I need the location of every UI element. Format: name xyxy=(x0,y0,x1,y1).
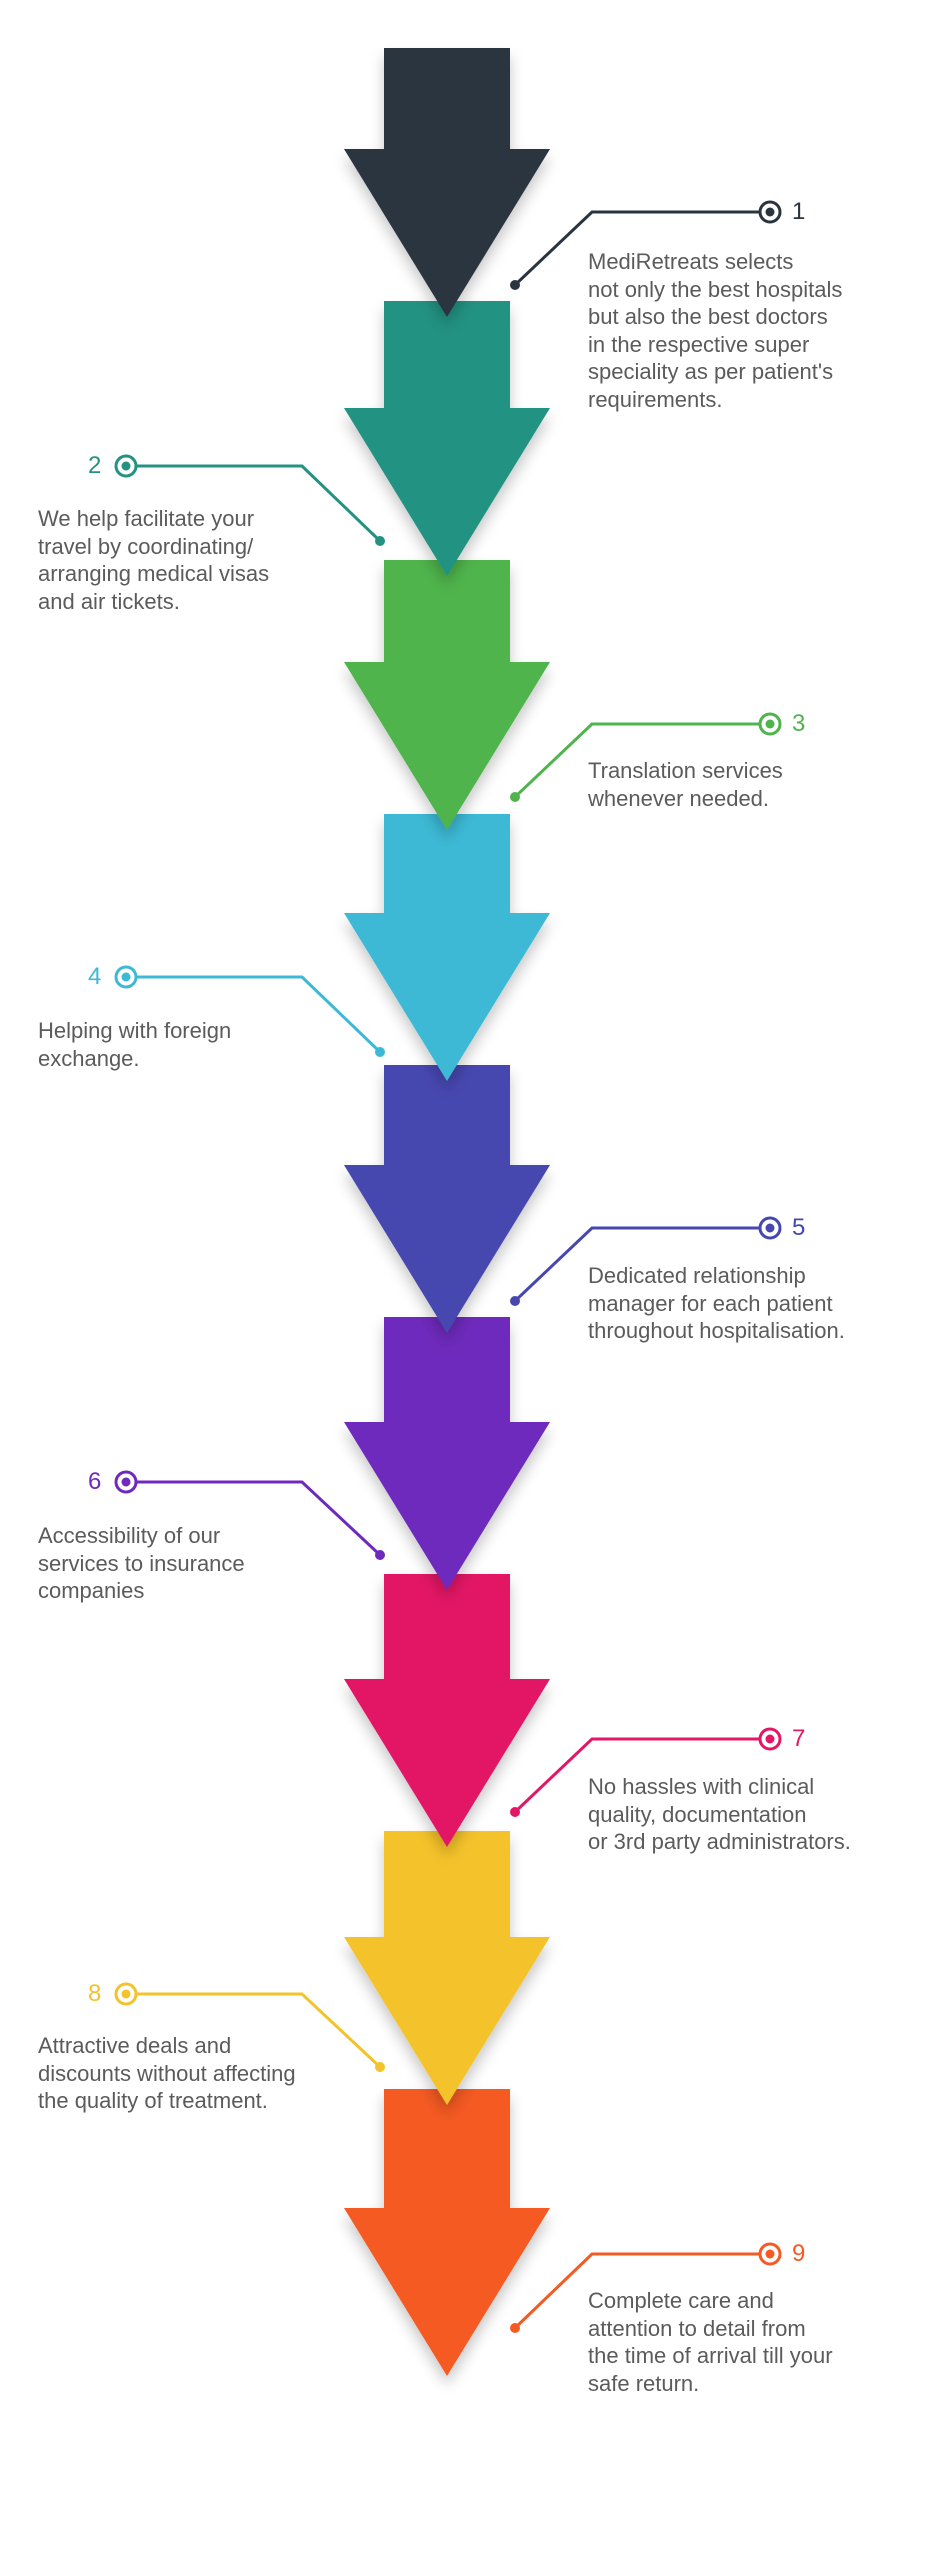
marker-dot-icon-5 xyxy=(765,1223,775,1233)
arrow-step-1 xyxy=(344,48,550,317)
step-description-1: MediRetreats selects not only the best h… xyxy=(588,249,843,412)
connector-end-dot-2 xyxy=(375,536,385,546)
step-description-6: Accessibility of our services to insuran… xyxy=(38,1523,245,1603)
step-description-9: Complete care and attention to detail fr… xyxy=(588,2288,833,2396)
connector-line-7 xyxy=(513,1737,770,1814)
arrow-step-4 xyxy=(344,814,550,1081)
step-number-3: 3 xyxy=(792,710,806,737)
connector-end-dot-9 xyxy=(510,2323,520,2333)
marker-dot-icon-1 xyxy=(765,207,775,217)
arrow-step-2 xyxy=(344,301,550,576)
connector-line-9 xyxy=(513,2252,770,2330)
marker-dot-icon-2 xyxy=(121,461,131,471)
connector-end-dot-8 xyxy=(375,2062,385,2072)
marker-dot-icon-6 xyxy=(121,1477,131,1487)
connector-line-5 xyxy=(513,1226,770,1303)
arrow-step-5 xyxy=(344,1065,550,1333)
arrow-step-8 xyxy=(344,1831,550,2105)
step-number-4: 4 xyxy=(88,963,102,990)
connector-end-dot-1 xyxy=(510,280,520,290)
step-number-7: 7 xyxy=(792,1725,806,1752)
connector-end-dot-3 xyxy=(510,792,520,802)
step-description-8: Attractive deals and discounts without a… xyxy=(38,2033,296,2113)
step-description-5: Dedicated relationship manager for each … xyxy=(588,1263,845,1343)
step-number-2: 2 xyxy=(88,452,102,479)
arrow-step-7 xyxy=(344,1574,550,1847)
connector-end-dot-7 xyxy=(510,1807,520,1817)
step-number-1: 1 xyxy=(792,198,806,225)
connector-line-6 xyxy=(126,1480,382,1557)
connector-line-1 xyxy=(513,210,770,287)
step-number-6: 6 xyxy=(88,1468,102,1495)
connector-end-dot-6 xyxy=(375,1550,385,1560)
step-number-9: 9 xyxy=(792,2240,806,2267)
marker-dot-icon-7 xyxy=(765,1734,775,1744)
step-number-8: 8 xyxy=(88,1980,102,2007)
connector-end-dot-5 xyxy=(510,1296,520,1306)
connector-line-8 xyxy=(126,1992,382,2069)
connector-line-2 xyxy=(126,464,382,543)
marker-dot-icon-8 xyxy=(121,1989,131,1999)
step-number-5: 5 xyxy=(792,1214,806,1241)
connector-end-dot-4 xyxy=(375,1047,385,1057)
connector-line-4 xyxy=(126,975,382,1054)
step-description-7: No hassles with clinical quality, docume… xyxy=(588,1774,851,1854)
arrow-step-6 xyxy=(344,1317,550,1590)
arrow-step-3 xyxy=(344,560,550,830)
step-description-4: Helping with foreign exchange. xyxy=(38,1018,232,1071)
marker-dot-icon-9 xyxy=(765,2249,775,2259)
marker-dot-icon-3 xyxy=(765,719,775,729)
connector-line-3 xyxy=(513,722,770,799)
step-description-2: We help facilitate your travel by coordi… xyxy=(38,506,270,614)
marker-dot-icon-4 xyxy=(121,972,131,982)
step-description-3: Translation services whenever needed. xyxy=(588,758,783,811)
arrow-step-9 xyxy=(344,2089,550,2376)
